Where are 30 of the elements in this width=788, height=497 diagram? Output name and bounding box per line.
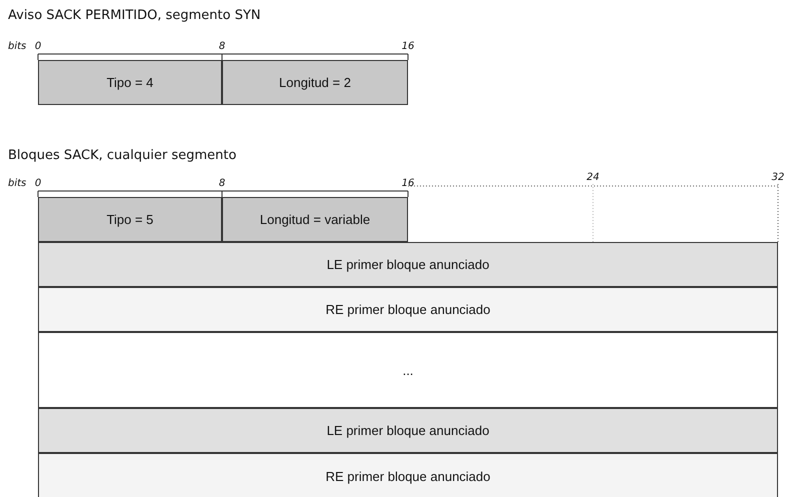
field-label: Tipo = 4: [106, 75, 154, 90]
field-box: [222, 60, 408, 105]
bit-number: 0: [34, 41, 42, 52]
field-label: Longitud = 2: [279, 75, 351, 90]
bit-number: 8: [218, 41, 226, 52]
bit-number: 16: [400, 41, 416, 52]
bit-number: 16: [400, 178, 416, 189]
field-box: [38, 60, 222, 105]
field-box: [38, 287, 778, 332]
field-label: LE primer bloque anunciado: [326, 423, 490, 438]
bit-number: 0: [34, 178, 42, 189]
field-label: LE primer bloque anunciado: [326, 257, 490, 272]
bit-axis-label: bits: [8, 178, 26, 189]
field-box: [38, 408, 778, 453]
field-label: Longitud = variable: [260, 212, 370, 227]
section-heading: Bloques SACK, cualquier segmento: [8, 148, 236, 163]
bit-axis-label: bits: [8, 41, 26, 52]
field-box: [222, 197, 408, 242]
bit-number: 32: [770, 172, 786, 183]
bit-number: 24: [586, 172, 600, 183]
field-label: Tipo = 5: [106, 212, 154, 227]
field-box: [38, 242, 778, 287]
section-heading: Aviso SACK PERMITIDO, segmento SYN: [8, 8, 261, 23]
field-label: RE primer bloque anunciado: [326, 302, 490, 317]
field-label: ...: [402, 362, 414, 378]
field-box: [38, 332, 778, 408]
field-box: [38, 197, 222, 242]
bit-number: 8: [218, 178, 226, 189]
field-label: RE primer bloque anunciado: [326, 468, 490, 484]
field-box: [38, 453, 778, 497]
